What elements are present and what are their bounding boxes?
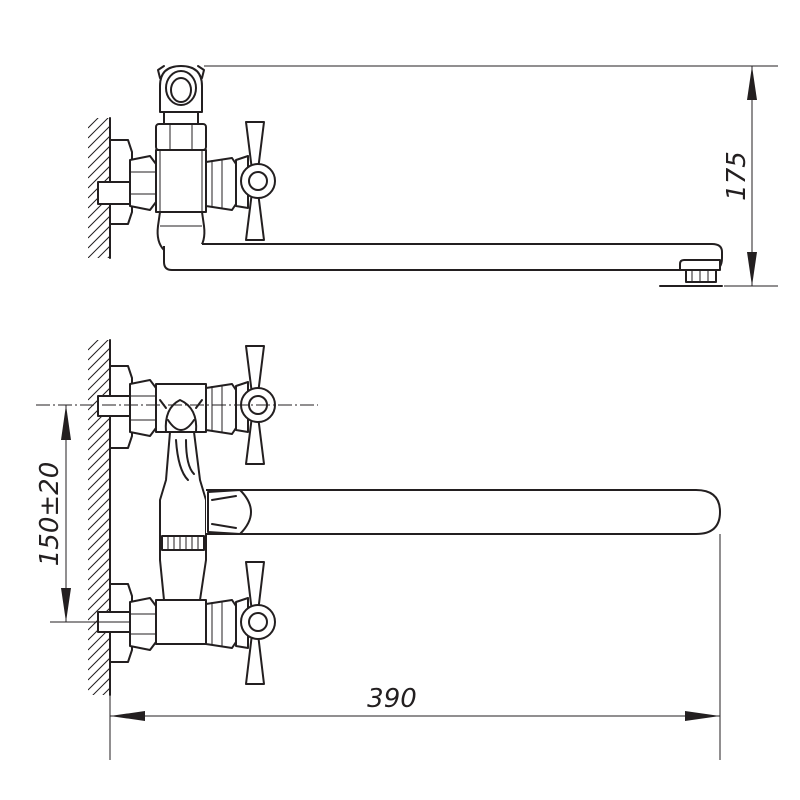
valve-body [155, 149, 207, 213]
upper-nut [155, 123, 207, 151]
hose-connector [157, 65, 205, 113]
dimension-height: 175 [204, 65, 778, 287]
spout-side [163, 243, 723, 271]
spout-top [206, 489, 721, 535]
hex-nut-top [129, 155, 157, 211]
lower-inlet [97, 561, 276, 685]
dimension-length: 390 [109, 534, 721, 760]
dimension-spacing: 150±20 [35, 405, 130, 623]
mixer-body [159, 431, 207, 601]
front-view: 150±20 390 [35, 339, 721, 760]
dimension-height-label: 175 [722, 151, 752, 201]
side-view: 175 [88, 65, 778, 287]
dimension-length-label: 390 [367, 684, 417, 714]
valve-handle-top [205, 121, 276, 241]
dimension-spacing-label: 150±20 [35, 462, 65, 567]
